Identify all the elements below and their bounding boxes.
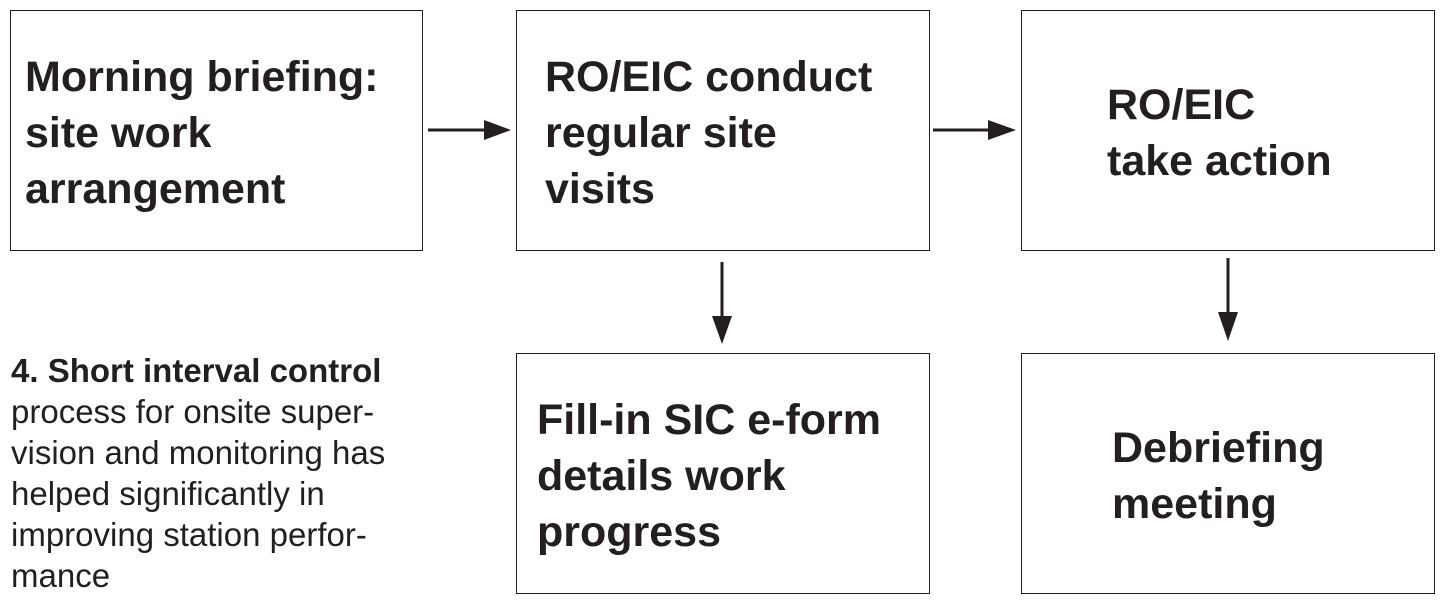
- node-morning-briefing: Morning briefing: site work arrangement: [10, 10, 423, 251]
- node-morning-briefing-label: Morning briefing: site work arrangement: [25, 53, 379, 213]
- arrow-visits-to-eform: [712, 262, 732, 344]
- node-debriefing: Debriefing meeting: [1021, 353, 1435, 594]
- caption-heading: 4. Short interval control: [11, 352, 382, 389]
- arrow-action-to-debrief: [1218, 258, 1238, 341]
- arrow-morning-to-visits: [428, 120, 511, 140]
- figure-caption: 4. Short interval control process for on…: [11, 350, 481, 596]
- node-sic-eform: Fill-in SIC e-form details work progress: [516, 353, 930, 594]
- node-take-action-label: RO/EIC take action: [1107, 81, 1332, 185]
- node-site-visits-label: RO/EIC conduct regular site visits: [545, 53, 873, 213]
- arrow-visits-to-action: [933, 120, 1016, 140]
- node-site-visits: RO/EIC conduct regular site visits: [516, 10, 930, 251]
- node-take-action: RO/EIC take action: [1021, 10, 1435, 251]
- caption-body: process for onsite super- vision and mon…: [11, 393, 386, 594]
- node-debriefing-label: Debriefing meeting: [1112, 424, 1325, 528]
- node-sic-eform-label: Fill-in SIC e-form details work progress: [537, 396, 881, 556]
